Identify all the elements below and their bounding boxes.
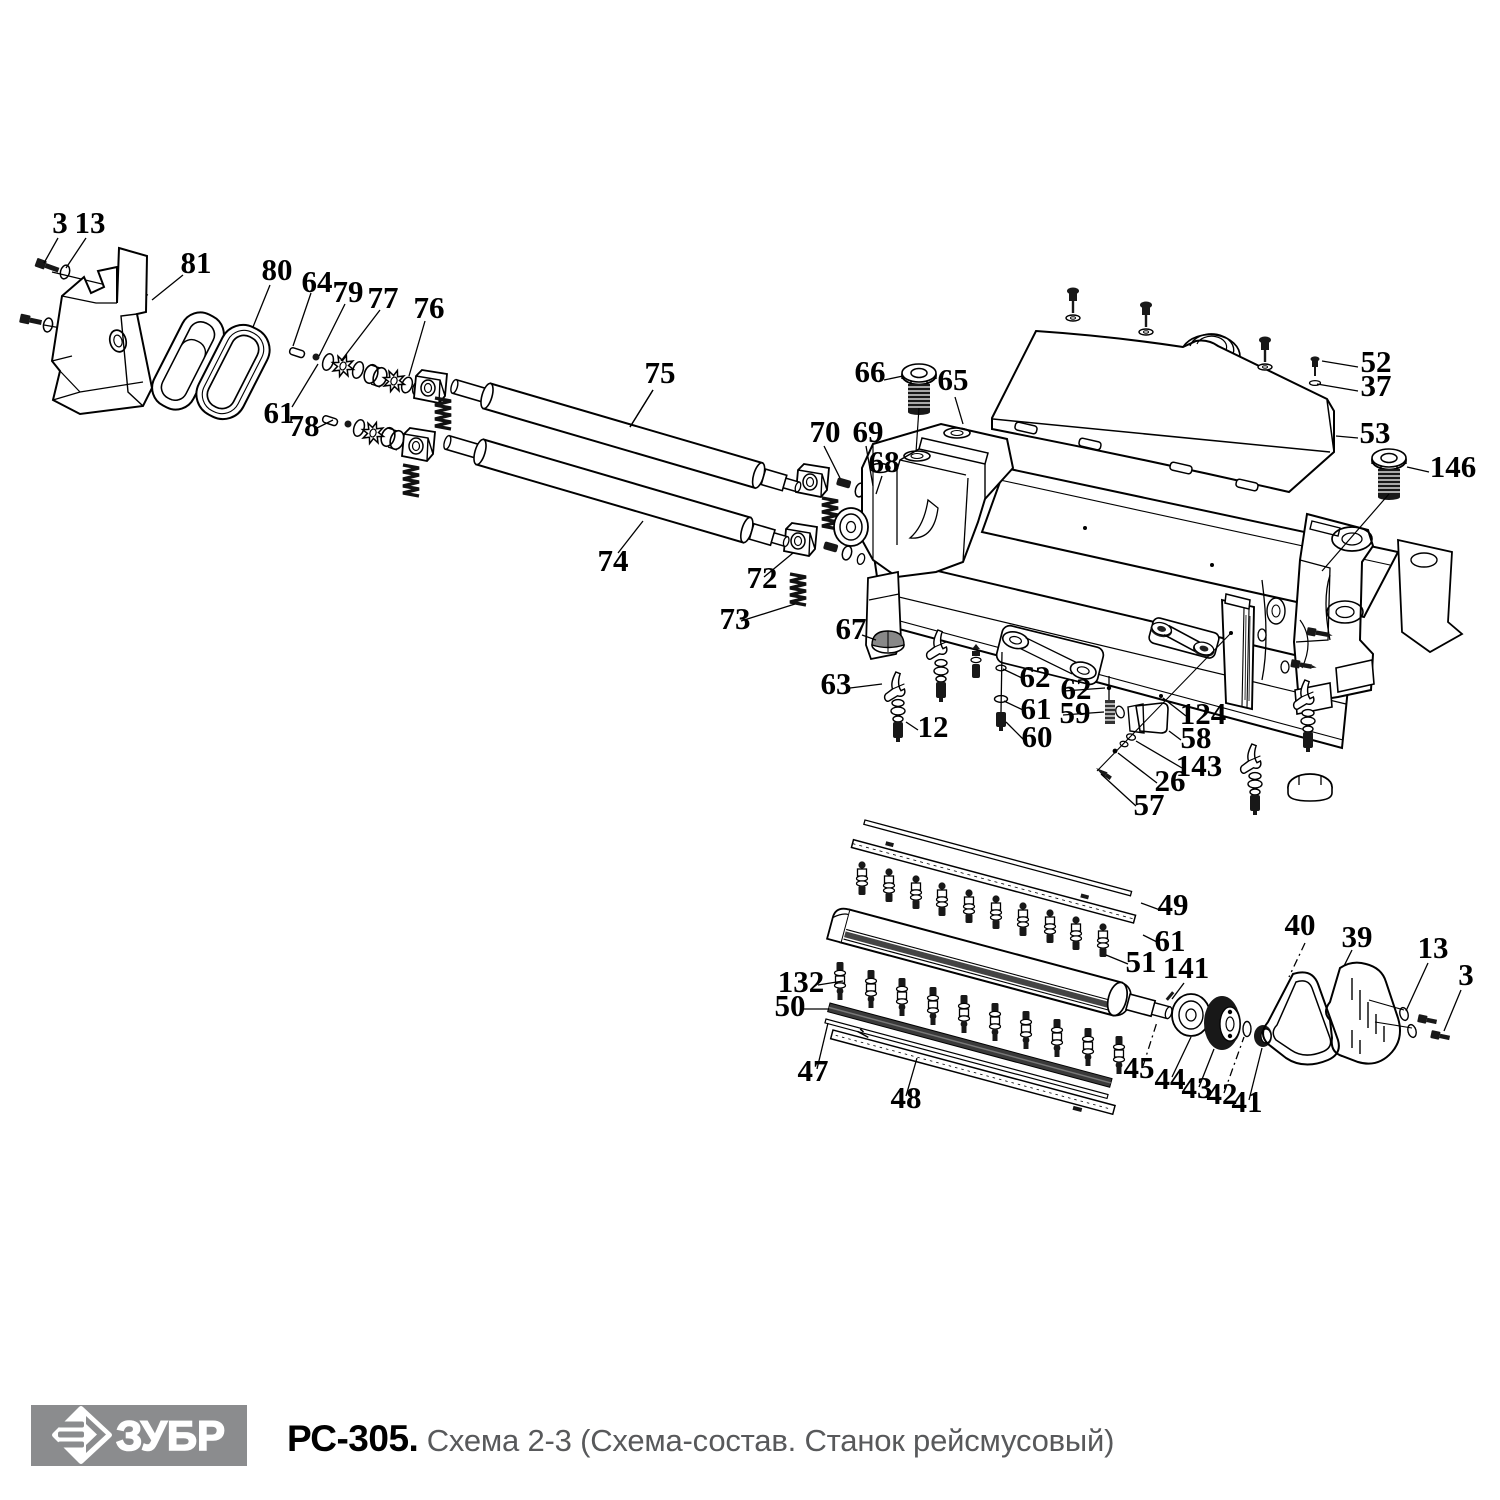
svg-text:60: 60 <box>1022 719 1053 754</box>
svg-text:47: 47 <box>798 1053 829 1088</box>
svg-text:52: 52 <box>1361 344 1392 379</box>
svg-text:13: 13 <box>75 205 106 240</box>
svg-text:ЗУБР: ЗУБР <box>116 1412 225 1459</box>
svg-text:78: 78 <box>289 408 320 443</box>
svg-text:74: 74 <box>598 543 629 578</box>
svg-text:62: 62 <box>1020 659 1051 694</box>
svg-text:61: 61 <box>1155 923 1186 958</box>
svg-text:67: 67 <box>836 611 867 646</box>
svg-text:12: 12 <box>918 709 949 744</box>
svg-text:3: 3 <box>52 205 68 240</box>
svg-text:79: 79 <box>333 274 364 309</box>
svg-text:43: 43 <box>1182 1070 1213 1105</box>
svg-text:65: 65 <box>938 362 969 397</box>
svg-text:146: 146 <box>1430 449 1477 484</box>
svg-text:70: 70 <box>810 414 841 449</box>
svg-text:124: 124 <box>1180 696 1227 731</box>
svg-text:63: 63 <box>821 666 852 701</box>
svg-text:50: 50 <box>775 988 806 1023</box>
svg-text:62: 62 <box>1061 671 1092 706</box>
svg-text:37: 37 <box>1361 368 1392 403</box>
svg-text:61: 61 <box>264 395 295 430</box>
svg-text:73: 73 <box>720 601 751 636</box>
svg-text:64: 64 <box>302 264 333 299</box>
svg-text:75: 75 <box>645 355 676 390</box>
svg-text:81: 81 <box>181 245 212 280</box>
svg-text:61: 61 <box>1021 691 1052 726</box>
svg-text:13: 13 <box>1418 930 1449 965</box>
svg-text:53: 53 <box>1360 415 1391 450</box>
svg-text:44: 44 <box>1155 1061 1186 1096</box>
svg-text:51: 51 <box>1126 944 1157 979</box>
svg-text:45: 45 <box>1124 1050 1155 1085</box>
svg-text:РС-305. Схема 2-3 (Схема-соста: РС-305. Схема 2-3 (Схема-состав. Станок … <box>287 1418 1114 1459</box>
svg-text:69: 69 <box>853 414 884 449</box>
svg-text:141: 141 <box>1163 950 1210 985</box>
svg-text:26: 26 <box>1155 763 1186 798</box>
svg-text:72: 72 <box>747 560 778 595</box>
svg-text:77: 77 <box>368 280 399 315</box>
svg-text:42: 42 <box>1207 1076 1238 1111</box>
svg-text:48: 48 <box>891 1080 922 1115</box>
svg-text:39: 39 <box>1342 919 1373 954</box>
svg-text:132: 132 <box>778 964 825 999</box>
svg-text:41: 41 <box>1232 1084 1263 1119</box>
svg-text:59: 59 <box>1060 695 1091 730</box>
svg-text:58: 58 <box>1181 720 1212 755</box>
svg-text:76: 76 <box>414 290 445 325</box>
svg-text:57: 57 <box>1134 787 1165 822</box>
svg-text:3: 3 <box>1458 957 1474 992</box>
svg-text:143: 143 <box>1176 748 1223 783</box>
svg-text:49: 49 <box>1158 887 1189 922</box>
svg-text:68: 68 <box>869 444 900 479</box>
svg-text:66: 66 <box>855 354 886 389</box>
svg-text:80: 80 <box>262 252 293 287</box>
svg-text:40: 40 <box>1285 907 1316 942</box>
